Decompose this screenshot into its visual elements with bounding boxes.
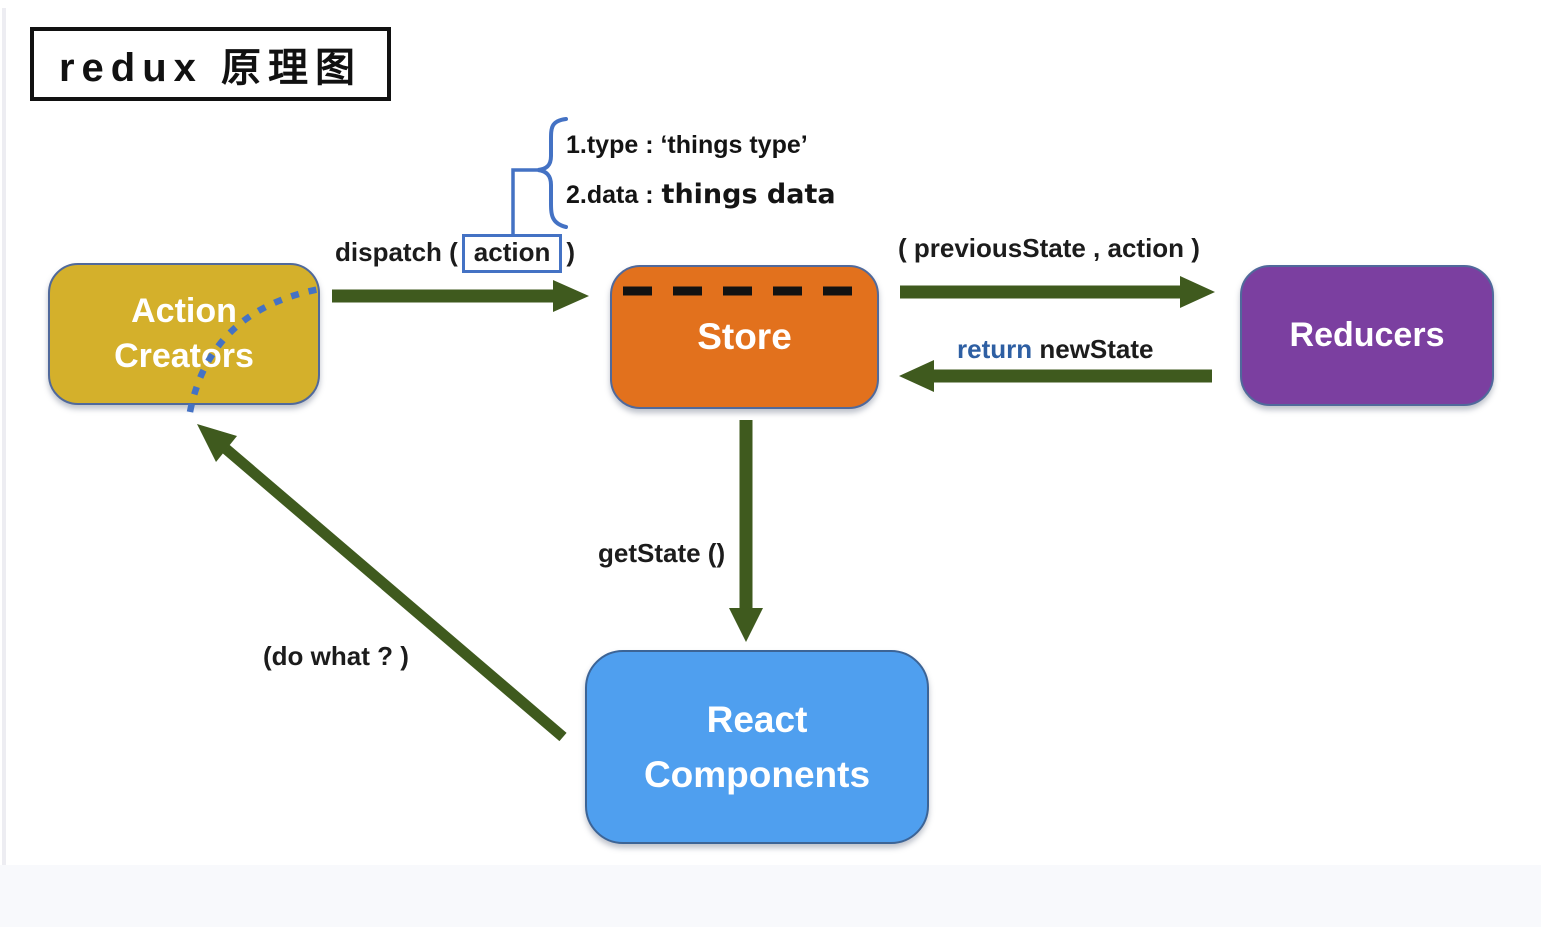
- newstate-word: newState: [1039, 334, 1154, 364]
- dowhat-arrow-line: [222, 444, 567, 742]
- dowhat-arrow-head: [197, 424, 237, 462]
- dispatch-arrow-head: [553, 280, 589, 312]
- diagram-title: redux 原理图: [58, 46, 363, 90]
- node-react-components: React Components: [585, 650, 929, 844]
- reducers-label: Reducers: [1289, 316, 1445, 354]
- dispatch-prefix: dispatch (: [335, 237, 458, 267]
- previousstate-label: ( previousState , action ): [898, 233, 1200, 263]
- annotation-data-label: 2.data :: [566, 181, 654, 209]
- action-creators-line1: Action: [131, 292, 237, 331]
- return-arrow-head: [899, 360, 934, 392]
- node-reducers: Reducers: [1240, 265, 1494, 406]
- dispatch-suffix: ): [566, 237, 576, 267]
- return-newstate-label: return newState: [957, 334, 1154, 365]
- left-edge-strip: [2, 8, 6, 927]
- getstate-arrow-head: [729, 608, 763, 642]
- action-creators-line2: Creators: [114, 337, 254, 375]
- react-components-line1: React: [706, 698, 808, 740]
- getstate-label: getState (): [598, 538, 726, 568]
- previousstate-arrow-head: [1180, 276, 1215, 308]
- return-keyword: return: [957, 334, 1033, 364]
- annotation-data: 2.data :things data: [566, 179, 836, 210]
- node-store: Store: [610, 265, 879, 409]
- store-label: Store: [697, 316, 792, 357]
- action-word-frame: action: [461, 234, 563, 273]
- annotation-data-value: things data: [661, 179, 836, 210]
- dowhat-label: (do what ? ): [263, 641, 409, 671]
- diagram-title-box: redux 原理图: [30, 27, 391, 101]
- node-action-creators: Action Creators: [48, 263, 320, 405]
- dispatch-label: dispatch (action): [335, 234, 575, 273]
- annotation-type: 1.type : ‘things type’: [566, 131, 808, 159]
- react-components-line2: Components: [643, 754, 871, 795]
- brace-to-action-connector: [511, 168, 539, 236]
- footer-band: [0, 865, 1541, 927]
- curly-brace-icon: [537, 117, 568, 229]
